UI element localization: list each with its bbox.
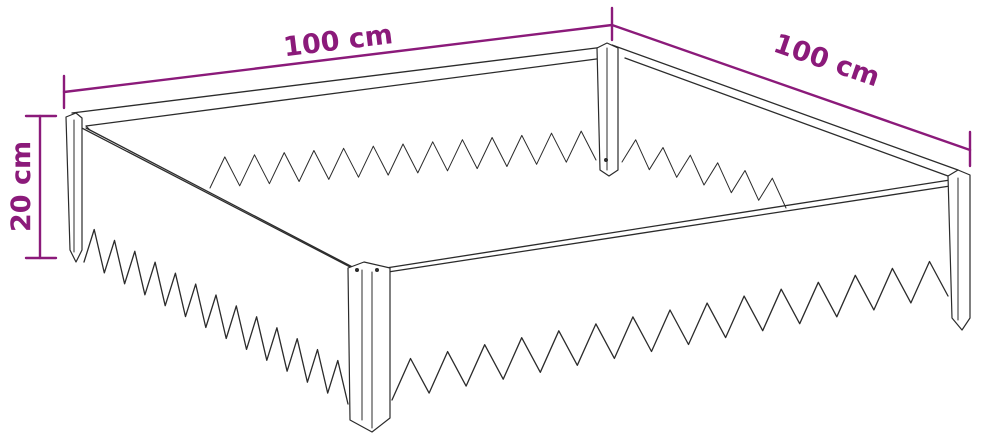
back-right-panel <box>611 44 959 177</box>
front-left-zigzag-edge <box>83 228 349 405</box>
front-right-panel <box>385 179 951 401</box>
front-left-panel <box>75 124 363 405</box>
width-dimension: 100 cm <box>610 23 972 168</box>
back-right-zigzag-edge <box>621 139 787 209</box>
corner-post-back <box>596 42 619 177</box>
corner-post-left <box>65 112 83 263</box>
corner-post-right <box>947 169 971 331</box>
length-label: 100 cm <box>282 19 395 63</box>
height-dimension: 20 cm <box>6 114 58 260</box>
back-left-zigzag-edge <box>209 130 597 189</box>
front-right-zigzag-edge <box>391 260 949 401</box>
width-label: 100 cm <box>770 28 884 93</box>
height-label: 20 cm <box>6 141 37 232</box>
corner-post-front <box>347 261 391 433</box>
